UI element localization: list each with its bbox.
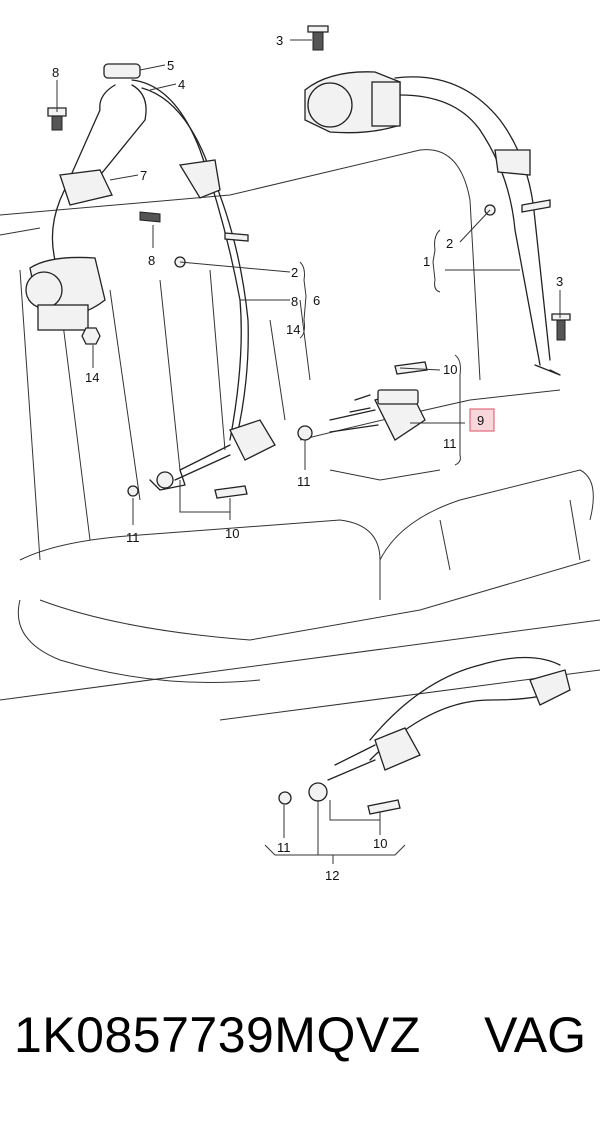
callout-4: 4 — [178, 77, 185, 92]
callout-3-top: 3 — [276, 33, 283, 48]
callout-7: 7 — [140, 168, 147, 183]
leader-lines — [56, 39, 561, 864]
part-number: 1K0857739MQVZ — [14, 1007, 421, 1063]
callout-14-group: 14 — [286, 322, 300, 337]
left-belt-assembly — [25, 63, 276, 499]
callout-5: 5 — [167, 58, 174, 73]
callout-6: 6 — [313, 293, 320, 308]
callout-8-top: 8 — [52, 65, 59, 80]
callout-10-lower: 10 — [373, 836, 387, 851]
callout-8-group: 8 — [291, 294, 298, 309]
callout-11-center: 11 — [443, 436, 457, 451]
callout-2-right: 2 — [446, 236, 453, 251]
callout-11-lower: 11 — [277, 840, 291, 855]
footer: 1K0857739MQVZ VAG — [0, 1010, 600, 1090]
right-belt-assembly — [304, 25, 571, 376]
callout-14: 14 — [85, 370, 99, 385]
callout-11-left: 11 — [126, 530, 140, 545]
callout-9: 9 — [477, 413, 484, 428]
callout-labels: 3 5 4 8 7 8 2 8 14 6 14 1 2 3 10 9 11 11… — [52, 33, 563, 883]
brand-label: VAG — [484, 1007, 586, 1063]
callout-12: 12 — [325, 868, 339, 883]
seat-belt-diagram: 3 5 4 8 7 8 2 8 14 6 14 1 2 3 10 9 11 11… — [0, 25, 600, 883]
callout-10-left: 10 — [225, 526, 239, 541]
lower-center-belt — [278, 656, 571, 815]
callout-8-mid: 8 — [148, 253, 155, 268]
callout-3-right: 3 — [556, 274, 563, 289]
callout-2-left: 2 — [291, 265, 298, 280]
callout-10-center: 10 — [443, 362, 457, 377]
callout-9-highlight — [469, 408, 495, 432]
callout-1: 1 — [423, 254, 430, 269]
center-buckle-assembly — [297, 361, 428, 441]
callout-11-right: 11 — [297, 474, 311, 489]
